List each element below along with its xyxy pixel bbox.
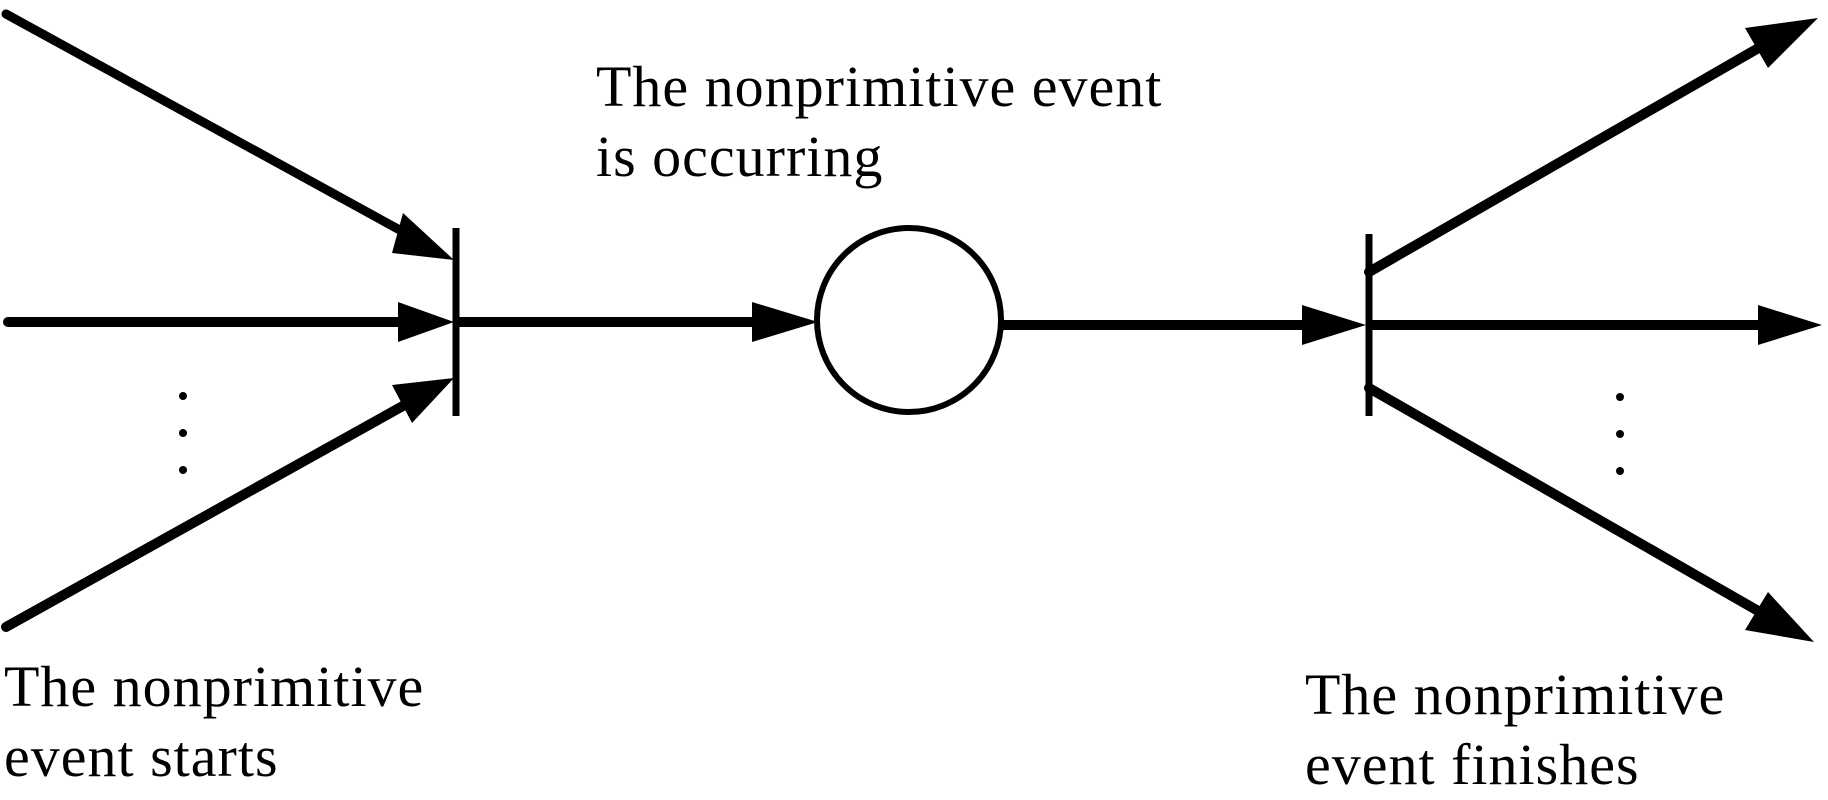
place-event-occurring bbox=[814, 225, 1004, 415]
incoming-arc-top bbox=[1, 9, 454, 260]
start-transition-label: The nonprimitive event starts bbox=[4, 652, 424, 792]
outgoing-arc-bottom bbox=[1364, 383, 1814, 642]
finish-label-line-2: event finishes bbox=[1305, 732, 1640, 797]
outgoing-ellipsis bbox=[1616, 393, 1624, 475]
place-label-line-2: is occurring bbox=[596, 124, 884, 189]
arc-place-to-finish bbox=[1003, 305, 1366, 345]
finish-transition-label: The nonprimitive event finishes bbox=[1305, 660, 1725, 800]
start-label-line-2: event starts bbox=[4, 724, 279, 789]
outgoing-arc-middle bbox=[1369, 305, 1822, 345]
place-label-line-1: The nonprimitive event bbox=[596, 54, 1163, 119]
finish-label-line-1: The nonprimitive bbox=[1305, 662, 1726, 727]
outgoing-arc-top bbox=[1364, 18, 1818, 277]
incoming-ellipsis bbox=[179, 392, 187, 474]
arc-start-to-place bbox=[456, 302, 818, 342]
start-label-line-1: The nonprimitive bbox=[4, 654, 425, 719]
incoming-arc-bottom bbox=[1, 378, 454, 632]
incoming-arc-middle bbox=[3, 302, 454, 342]
place-label: The nonprimitive event is occurring bbox=[596, 52, 1162, 192]
